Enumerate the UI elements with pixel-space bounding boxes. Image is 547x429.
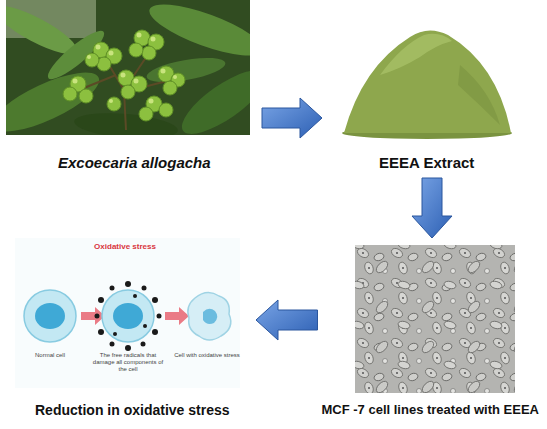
- powder-photo: [340, 5, 515, 140]
- illustration-label: Oxidative stress: [80, 242, 170, 251]
- oxidative-stress-illustration: [15, 238, 240, 388]
- stems: [84, 50, 171, 130]
- illustration-label: The free radicals that damage all compon…: [92, 352, 164, 373]
- plant-photo: [6, 0, 250, 135]
- fruit-cluster: [63, 30, 185, 121]
- illustration-label: Cell with oxidative stress: [174, 352, 240, 359]
- stage-arrow: [165, 307, 189, 325]
- illustration-label: Normal cell: [20, 352, 80, 359]
- image-panel: Excoecaria allogacha: [6, 0, 262, 178]
- panel-caption: Reduction in oxidative stress: [35, 402, 230, 419]
- microscope-image: [355, 245, 515, 393]
- leaves: [6, 0, 250, 135]
- image-panel: MCF -7 cell lines treated with EEEA: [318, 238, 544, 426]
- panel-caption: Excoecaria allogacha: [58, 154, 211, 172]
- image-panel: EEEA Extract: [322, 0, 532, 178]
- damaged-cell: [188, 292, 231, 340]
- panel-caption: MCF -7 cell lines treated with EEEA: [322, 402, 539, 418]
- block-arrow: [262, 98, 322, 138]
- attacked-cell: [95, 281, 162, 351]
- fruit-highlights: [73, 33, 178, 104]
- panel-caption: EEEA Extract: [379, 154, 474, 172]
- block-arrow: [412, 178, 452, 238]
- image-panel: Reduction in oxidative stress: [8, 232, 256, 427]
- normal-cell: [24, 290, 76, 342]
- block-arrow: [256, 300, 318, 340]
